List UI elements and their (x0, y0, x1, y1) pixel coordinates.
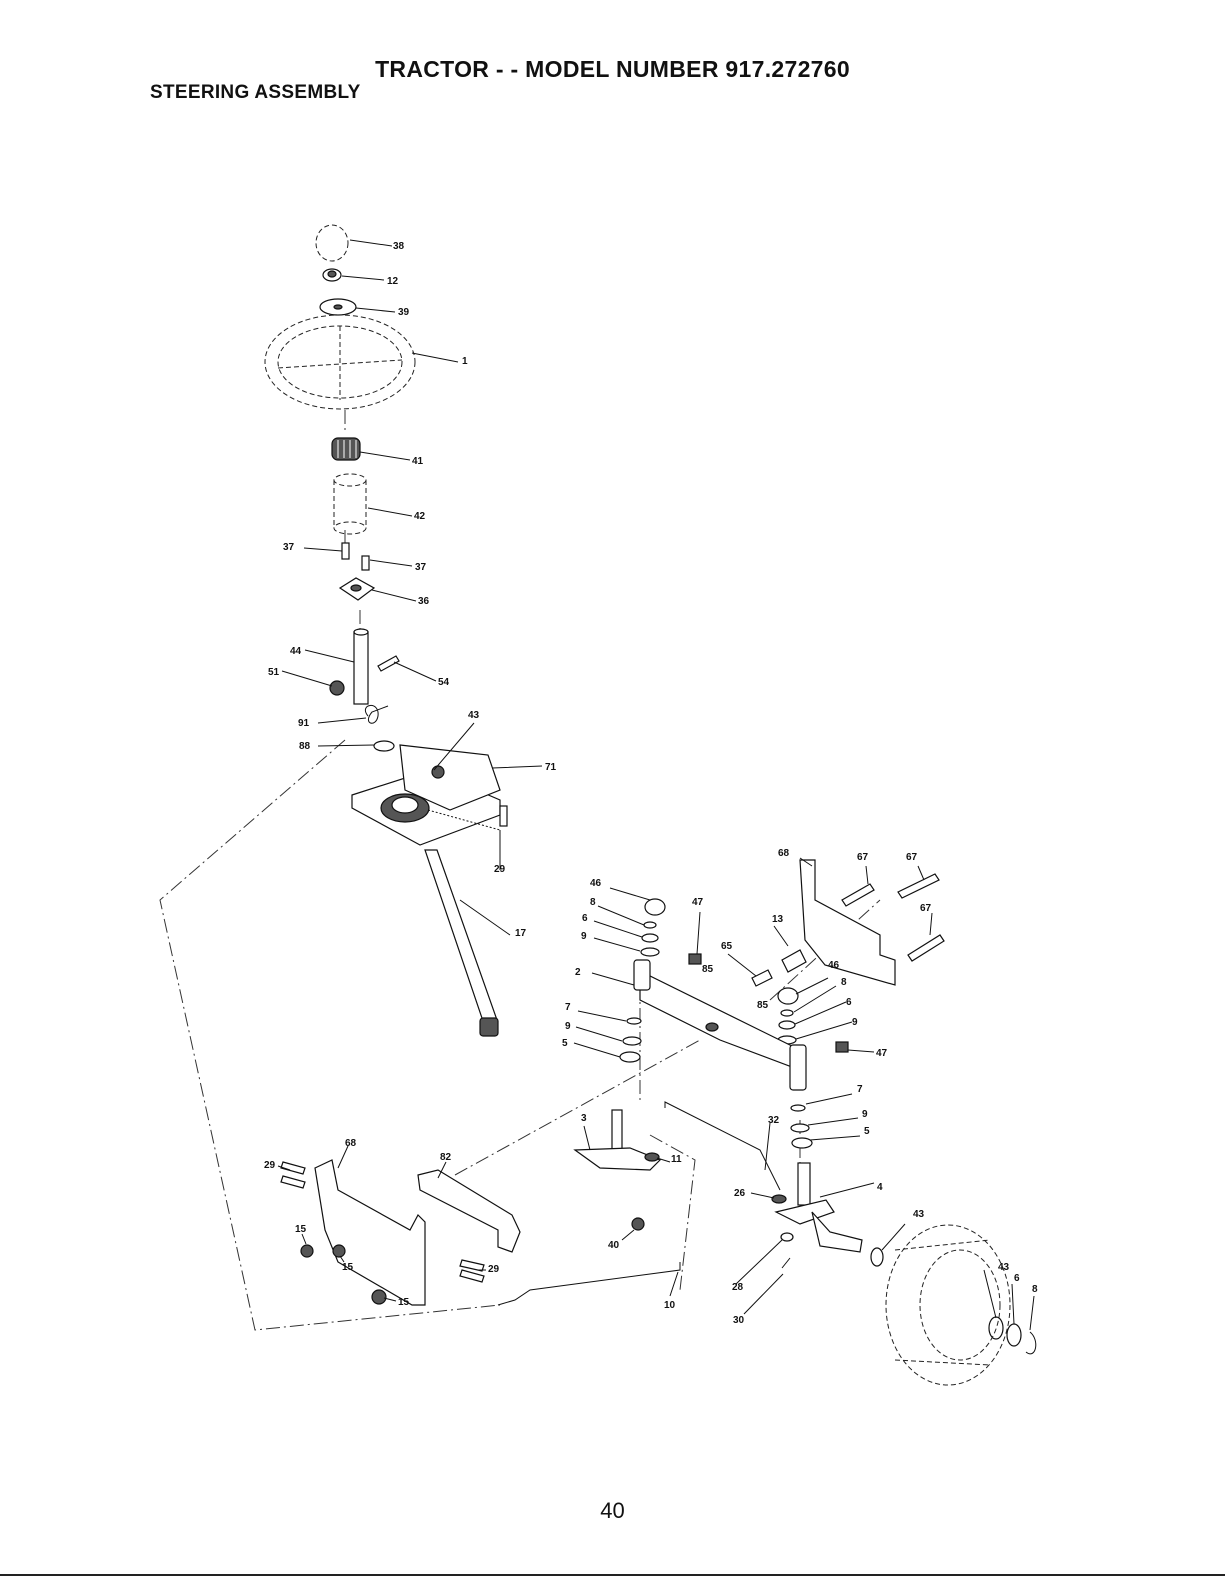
callout: 42 (414, 511, 426, 522)
callout: 68 (345, 1138, 357, 1149)
callout: 43 (468, 710, 480, 721)
callout: 29 (488, 1264, 500, 1275)
callout: 40 (608, 1240, 620, 1251)
part-54-bolt (378, 656, 399, 671)
callout: 11 (671, 1154, 682, 1165)
callout: 9 (565, 1021, 571, 1032)
part-12-nut (323, 269, 341, 281)
callout: 17 (515, 928, 527, 939)
callout: 38 (393, 241, 405, 252)
callout: 8 (590, 897, 596, 908)
part-26-28-30 (772, 1195, 793, 1268)
part-42-sleeve (334, 474, 366, 534)
callout: 43 (913, 1209, 925, 1220)
part-71-steering-gear (352, 745, 500, 845)
assembly-centerlines (160, 410, 880, 1330)
callout: 8 (1032, 1284, 1038, 1295)
callout: 54 (438, 677, 450, 688)
callout: 82 (440, 1152, 452, 1163)
callout: 37 (415, 562, 427, 573)
callout: 37 (283, 542, 295, 553)
callout: 15 (342, 1262, 354, 1273)
callout: 10 (664, 1300, 676, 1311)
callout: 6 (582, 913, 588, 924)
part-10-link-rod (498, 1262, 680, 1305)
part-51-nut (330, 681, 344, 695)
part-11-nut (645, 1153, 659, 1161)
part-39-washer (320, 299, 356, 315)
part-41-adapter (332, 438, 360, 460)
callout: 4 (877, 1182, 883, 1193)
callout: 85 (757, 1000, 769, 1011)
callout: 47 (876, 1048, 888, 1059)
part-32-tie-rod (665, 1102, 780, 1190)
callout: 1 (462, 356, 468, 367)
callout: 67 (906, 852, 918, 863)
callout: 26 (734, 1188, 746, 1199)
callout: 29 (264, 1160, 276, 1171)
part-43-washer (374, 741, 394, 751)
callout: 71 (545, 762, 557, 773)
callout: 9 (852, 1017, 858, 1028)
callout: 6 (846, 997, 852, 1008)
part-38-cap (316, 225, 348, 261)
part-82-bracket (418, 1170, 520, 1252)
callout: 7 (857, 1084, 863, 1095)
part-43-wheel-washers (871, 1248, 1036, 1354)
callout: 46 (828, 960, 840, 971)
washers-7-9-5-right (791, 1105, 812, 1148)
callout: 91 (298, 718, 310, 729)
callout: 36 (418, 596, 430, 607)
callout: 28 (732, 1282, 744, 1293)
front-wheel (886, 1225, 1010, 1385)
callout: 41 (412, 456, 424, 467)
callout: 67 (857, 852, 869, 863)
callout: 29 (494, 864, 506, 875)
callout: 39 (398, 307, 410, 318)
part-37-bolts (342, 543, 369, 570)
callout: 6 (1014, 1273, 1020, 1284)
callout: 7 (565, 1002, 571, 1013)
callout: 51 (268, 667, 280, 678)
callout: 2 (575, 967, 581, 978)
callout: 9 (581, 931, 587, 942)
part-1-steering-wheel (265, 315, 415, 409)
part-13-65-spacer (752, 950, 806, 986)
washers-7-9-5-left (620, 1018, 641, 1062)
callout: 43 (998, 1262, 1010, 1273)
callout: 68 (778, 848, 790, 859)
callout: 5 (562, 1038, 568, 1049)
part-40-nut (632, 1218, 644, 1230)
callout: 67 (920, 903, 932, 914)
callout: 32 (768, 1115, 780, 1126)
part-29-bolt (500, 806, 507, 826)
part-36-flange (340, 578, 374, 600)
callout: 12 (387, 276, 399, 287)
part-17-drag-link (425, 850, 498, 1036)
callout: 44 (290, 646, 302, 657)
part-44-steering-shaft (354, 629, 368, 704)
callout: 65 (721, 941, 733, 952)
callout: 30 (733, 1315, 745, 1326)
callout: 85 (702, 964, 714, 975)
bottom-rule (0, 1574, 1225, 1576)
callout: 3 (581, 1113, 587, 1124)
callout: 46 (590, 878, 602, 889)
callout: 88 (299, 741, 311, 752)
callout: 47 (692, 897, 704, 908)
page-number: 40 (0, 1498, 1225, 1524)
part-68-left-bracket (315, 1160, 425, 1305)
callout: 5 (864, 1126, 870, 1137)
callout: 15 (295, 1224, 307, 1235)
callout: 15 (398, 1297, 410, 1308)
callout: 13 (772, 914, 784, 925)
part-68-right-bracket (800, 860, 895, 985)
callout: 8 (841, 977, 847, 988)
callout: 9 (862, 1109, 868, 1120)
part-91-clip (365, 705, 388, 723)
